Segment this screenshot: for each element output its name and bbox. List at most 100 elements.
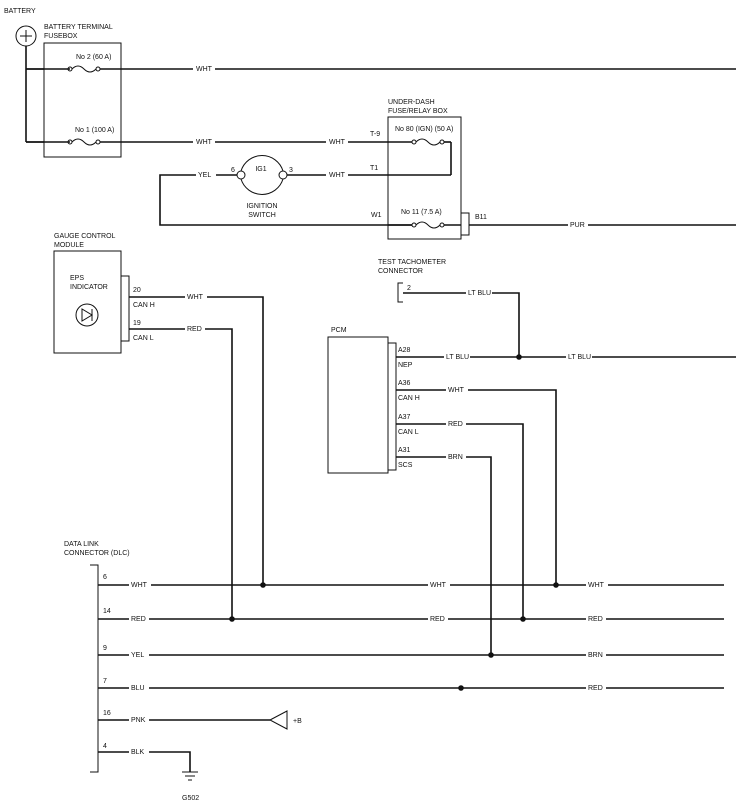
fuse-80-label: No 80 (IGN) (50 A) (395, 126, 453, 133)
wire-label-wht-fuse1: WHT (196, 139, 213, 146)
wire-label-dlc-red-out: RED (588, 616, 603, 623)
junction-wht-pcm (553, 582, 559, 588)
ground-icon (182, 771, 198, 781)
eps-indicator-1: EPS (70, 275, 84, 282)
pcm-pin-a28: A28 (398, 347, 411, 354)
gauge-connector (120, 275, 130, 342)
gauge-title-2: MODULE (54, 242, 84, 249)
wire-label-wht-fuse2: WHT (196, 66, 213, 73)
junction-brn (488, 652, 494, 658)
pcm-connector (387, 342, 397, 471)
wire-label-pcm-ltblu: LT BLU (446, 354, 469, 361)
wire-label-dlc-blk: BLK (131, 749, 145, 756)
wire-label-pcm-brn: BRN (448, 454, 463, 461)
power-supply-symbol (268, 710, 288, 730)
gauge-wht-wire (129, 296, 264, 585)
wire-label-wht-fuse1-t9: WHT (329, 139, 346, 146)
underdash-fuse-relay-box (387, 116, 462, 240)
junction-ltblu (516, 354, 522, 360)
ground-label: G502 (182, 795, 199, 802)
test-tach-title-1: TEST TACHOMETER (378, 259, 446, 266)
pcm-red-wire (396, 423, 524, 619)
wire-label-pur: PUR (570, 222, 585, 229)
ignition-pin-6: 6 (231, 167, 235, 174)
ignition-switch (236, 155, 288, 195)
wire-label-yel-ign: YEL (198, 172, 211, 179)
wire-label-wht-ign: WHT (329, 172, 346, 179)
wire-label-gauge-wht: WHT (187, 294, 204, 301)
terminal-fusebox-title-1: BATTERY TERMINAL (44, 24, 113, 31)
junction-wht-gauge (260, 582, 266, 588)
ignition-label-2: SWITCH (248, 212, 276, 219)
pcm-pin-a31-sig: SCS (398, 462, 413, 469)
underdash-title-1: UNDER-DASH (388, 99, 435, 106)
junction-red-gauge (229, 616, 235, 622)
gauge-pin-20-sig: CAN H (133, 302, 155, 309)
test-tach-pin: 2 (407, 285, 411, 292)
dlc-title-2: CONNECTOR (DLC) (64, 550, 130, 557)
pcm-title: PCM (331, 327, 347, 334)
terminal-w1: W1 (371, 212, 382, 219)
wire-label-pcm-ltblu-out: LT BLU (568, 354, 591, 361)
wire-label-dlc-wht: WHT (131, 582, 148, 589)
dlc-connector (90, 564, 99, 773)
pcm-brn-wire (396, 456, 492, 655)
wire-label-dlc-yel: YEL (131, 652, 144, 659)
fuse-2-label: No 2 (60 A) (76, 54, 111, 61)
wire-label-pcm-red: RED (448, 421, 463, 428)
junction-red-pcm (520, 616, 526, 622)
junction-blu (458, 685, 464, 691)
pcm-pin-a31: A31 (398, 447, 411, 454)
gauge-pin-19-sig: CAN L (133, 335, 154, 342)
fuse-11-label: No 11 (7.5 A) (401, 209, 442, 216)
dlc-title-1: DATA LINK (64, 541, 99, 548)
wire-label-gauge-red: RED (187, 326, 202, 333)
battery-label: BATTERY (4, 8, 36, 15)
wire-label-dlc-wht-mid: WHT (430, 582, 447, 589)
eps-indicator-2: INDICATOR (70, 284, 108, 291)
dlc-pin-9: 9 (103, 645, 107, 652)
fuse-1 (67, 138, 101, 146)
terminal-fusebox-title-2: FUSEBOX (44, 33, 78, 40)
wire-label-tach-ltblu: LT BLU (468, 290, 491, 297)
dlc-pin-14: 14 (103, 608, 111, 615)
terminal-fusebox (43, 42, 122, 158)
gauge-pin-20: 20 (133, 287, 141, 294)
gauge-title-1: GAUGE CONTROL (54, 233, 116, 240)
pcm-pin-a36: A36 (398, 380, 411, 387)
wire-label-dlc-red-mid: RED (430, 616, 445, 623)
test-tach-connector (397, 282, 403, 303)
wire-label-dlc-red: RED (131, 616, 146, 623)
connector-b11 (460, 212, 470, 236)
terminal-t9: T-9 (370, 131, 380, 138)
battery-symbol (15, 25, 37, 47)
pcm-pin-a37: A37 (398, 414, 411, 421)
dlc-pin-6: 6 (103, 574, 107, 581)
dlc-pin-4: 4 (103, 743, 107, 750)
wire-label-dlc-brn-out: BRN (588, 652, 603, 659)
underdash-title-2: FUSE/RELAY BOX (388, 108, 448, 115)
test-tach-title-2: CONNECTOR (378, 268, 423, 275)
dlc-blk-wire (98, 751, 191, 772)
pcm-pin-a37-sig: CAN L (398, 429, 419, 436)
tach-ltblu-wire (403, 292, 520, 357)
pcm-pin-a36-sig: CAN H (398, 395, 420, 402)
pcm-pin-a28-sig: NEP (398, 362, 413, 369)
ignition-label-1: IGNITION (246, 203, 277, 210)
dlc-pin-16: 16 (103, 710, 111, 717)
wire-label-dlc-blu-out: RED (588, 685, 603, 692)
wire-label-dlc-wht-out: WHT (588, 582, 605, 589)
dlc-pin-7: 7 (103, 678, 107, 685)
wire-label-pcm-wht: WHT (448, 387, 465, 394)
wire-label-dlc-blu: BLU (131, 685, 145, 692)
terminal-b11: B11 (475, 214, 487, 221)
fuse-1-label: No 1 (100 A) (75, 127, 114, 134)
terminal-t1: T1 (370, 165, 378, 172)
gauge-red-wire (129, 328, 233, 619)
fuse-80 (411, 138, 445, 146)
eps-indicator-icon (75, 303, 99, 327)
pcm-box (327, 336, 389, 474)
ignition-pin-3: 3 (289, 167, 293, 174)
gauge-control-module (53, 250, 122, 354)
